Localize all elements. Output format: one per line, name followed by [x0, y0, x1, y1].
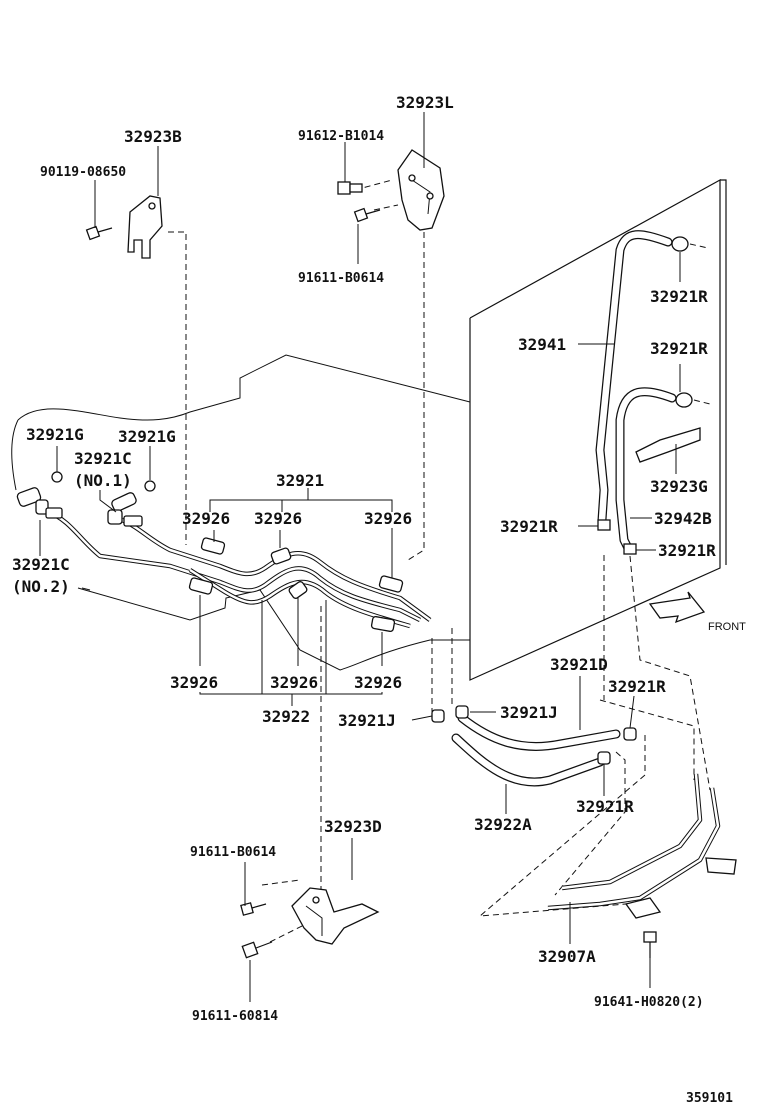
- grommet-32926-c: [378, 575, 404, 593]
- label-32921G-2: 32921G: [118, 427, 176, 446]
- bracket-32923L: [397, 149, 445, 231]
- label-32921R-3: 32921R: [500, 517, 558, 536]
- hose-32921D: [457, 713, 621, 751]
- label-32923G: 32923G: [650, 477, 708, 496]
- grommet-32926-d: [188, 577, 214, 595]
- label-32941: 32941: [518, 335, 566, 354]
- label-32923D: 32923D: [324, 817, 382, 836]
- clamp-32921R-right: [623, 543, 637, 555]
- fitting-32921C-no1: [107, 492, 143, 527]
- label-no1: (NO.1): [74, 471, 132, 490]
- label-32921D: 32921D: [550, 655, 608, 674]
- label-no2: (NO.2): [12, 577, 70, 596]
- label-32921G-1: 32921G: [26, 425, 84, 444]
- label-32923B: 32923B: [124, 127, 182, 146]
- label-32921R-1: 32921R: [650, 287, 708, 306]
- label-32921R-6: 32921R: [576, 797, 634, 816]
- label-91611-B0614-mid: 91611-B0614: [190, 845, 276, 860]
- label-32921R-5: 32921R: [608, 677, 666, 696]
- grommet-32926-a: [200, 537, 226, 555]
- cap-32921G-2: [144, 480, 156, 492]
- label-32926-c: 32926: [364, 509, 412, 528]
- label-32926-b: 32926: [254, 509, 302, 528]
- label-32942B: 32942B: [654, 509, 712, 528]
- label-32921J-2: 32921J: [500, 703, 558, 722]
- label-90119-08650: 90119-08650: [40, 165, 126, 180]
- callout-lines: [39, 112, 681, 1002]
- clamp-32921J-2: [455, 705, 469, 719]
- label-reference-number: 359101: [686, 1091, 733, 1106]
- bolt-91611-60814: [241, 941, 273, 959]
- label-32926-a: 32926: [182, 509, 230, 528]
- bolt-91611-B0614-mid: [240, 902, 267, 916]
- label-front: FRONT: [708, 621, 746, 633]
- label-32926-f: 32926: [354, 673, 402, 692]
- clamp-32921J-1: [431, 709, 445, 723]
- label-32921: 32921: [276, 471, 324, 490]
- tube-32907A: [547, 773, 737, 919]
- grommet-32926-f: [370, 616, 396, 632]
- fitting-32921C-no2: [16, 487, 63, 519]
- bolt-91641-H0820: [643, 931, 657, 958]
- clamp-32921R-left: [597, 519, 611, 531]
- label-32922A: 32922A: [474, 815, 532, 834]
- label-91611-B0614-top: 91611-B0614: [298, 271, 384, 286]
- label-91611-60814: 91611-60814: [192, 1009, 278, 1024]
- clamp-32921R-lower2: [597, 751, 611, 765]
- clamp-32921R-mid: [675, 392, 711, 408]
- leader-lines: [168, 179, 711, 943]
- hose-32941: [595, 230, 673, 525]
- radiator-panel: [469, 178, 727, 681]
- bolt-90119: [85, 225, 113, 241]
- label-32922: 32922: [262, 707, 310, 726]
- cap-32921G-1: [51, 471, 63, 483]
- bolt-91611-B0614-top: [353, 207, 381, 223]
- grommet-32926-b: [270, 547, 292, 565]
- label-32921C-2: 32921C: [12, 555, 70, 574]
- pipe-assembly-32921: [47, 509, 432, 629]
- label-32923L: 32923L: [396, 93, 454, 112]
- label-32921R-2: 32921R: [650, 339, 708, 358]
- bracket-32923D: [291, 887, 380, 945]
- clamp-32921R-lower1: [623, 727, 637, 741]
- bolt-91612-B1014: [337, 181, 363, 195]
- clamp-32921R-top: [671, 236, 709, 252]
- label-32921J-1: 32921J: [338, 711, 396, 730]
- label-32926-d: 32926: [170, 673, 218, 692]
- group-lines: [199, 488, 393, 706]
- label-32921C-1: 32921C: [74, 449, 132, 468]
- bracket-32923G: [635, 427, 701, 463]
- label-32921R-4: 32921R: [658, 541, 716, 560]
- label-32926-e: 32926: [270, 673, 318, 692]
- hose-32942B: [615, 387, 677, 553]
- label-91612-B1014: 91612-B1014: [298, 129, 384, 144]
- hose-32922A: [451, 733, 605, 787]
- grommet-32926-e: [288, 581, 308, 599]
- label-32907A: 32907A: [538, 947, 596, 966]
- label-91641-H0820: 91641-H0820(2): [594, 995, 704, 1010]
- bracket-32923B: [127, 195, 163, 259]
- front-arrow-icon: [648, 591, 706, 624]
